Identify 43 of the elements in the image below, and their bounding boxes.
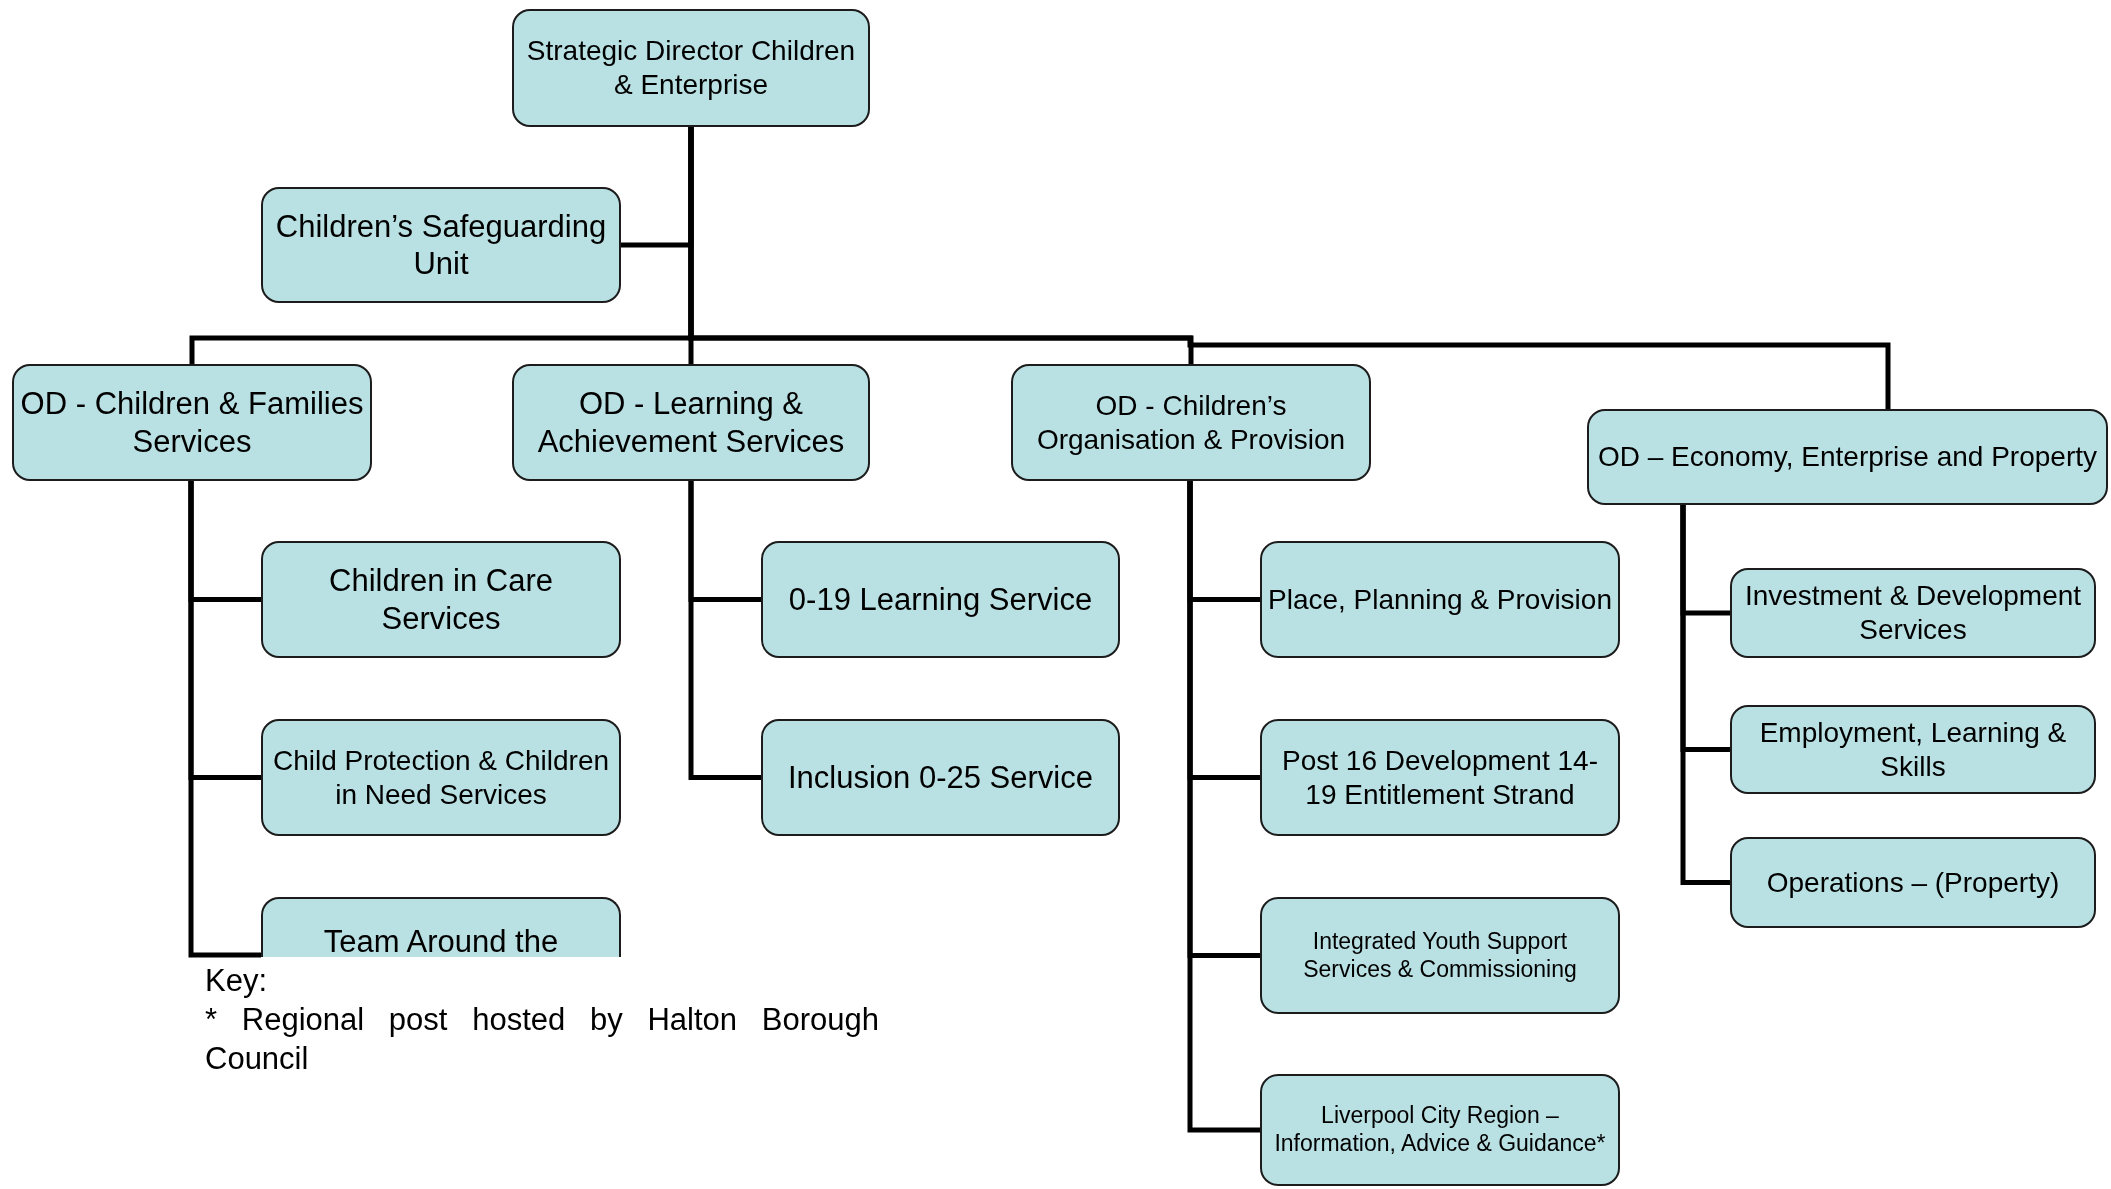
unit-name: Investment & Development Services — [1743, 579, 2083, 647]
unit-name: Post 16 Development 14-19 Entitlement Strand — [1281, 743, 1599, 812]
key-note: * Regional post hosted by Halton Borough Council — [205, 1000, 879, 1078]
org-unit-box — [1260, 897, 1620, 1014]
org-unit-box — [261, 719, 621, 836]
unit-name: 0-19 Learning Service — [788, 580, 1093, 619]
unit-name: Integrated Youth Support Services & Commissioning — [1302, 927, 1578, 984]
unit-name: Children’s Safeguarding Unit — [274, 207, 608, 283]
connector-line — [1187, 481, 1260, 1133]
org-unit-box — [1730, 568, 2096, 658]
unit-name: Team Around the — [323, 923, 559, 957]
org-unit-box — [1730, 837, 2096, 928]
unit-name: Employment, Learning & Skills — [1758, 715, 2068, 784]
org-unit-box — [12, 364, 372, 481]
org-unit-box — [512, 364, 870, 481]
org-unit-box — [1587, 409, 2108, 505]
unit-name: Place, Planning & Provision — [1268, 582, 1612, 617]
unit-name: Strategic Director Children & Enterprise — [525, 34, 857, 102]
unit-name: Child Protection & Children in Need Services — [271, 743, 611, 812]
org-unit-box — [761, 719, 1120, 836]
org-unit-box — [1730, 705, 2096, 794]
connector-line — [188, 481, 261, 958]
key-note: Key: — [205, 962, 269, 1000]
unit-name: Inclusion 0-25 Service — [788, 758, 1093, 797]
org-unit-box — [512, 9, 870, 127]
org-unit-box — [261, 897, 621, 957]
unit-name: Children in Care Services — [328, 562, 554, 637]
org-unit-box — [1260, 719, 1620, 836]
unit-name: OD - Children’s Organisation & Provision — [1035, 388, 1347, 457]
org-unit-box — [261, 187, 621, 303]
org-unit-box — [261, 541, 621, 658]
org-unit-box — [1260, 541, 1620, 658]
org-unit-box — [761, 541, 1120, 658]
unit-name: OD - Children & Families Services — [20, 385, 364, 460]
unit-name: OD – Economy, Enterprise and Property — [1597, 440, 2097, 474]
unit-name: OD - Learning & Achievement Services — [536, 385, 846, 460]
unit-name: Operations – (Property) — [1766, 865, 2060, 900]
org-unit-box — [1011, 364, 1371, 481]
connector-line — [1680, 505, 1730, 885]
connector-line — [688, 481, 761, 780]
unit-name: Liverpool City Region – Information, Advice & Guidance* — [1273, 1102, 1607, 1158]
org-unit-box — [1260, 1074, 1620, 1186]
connector-line — [688, 127, 1891, 409]
